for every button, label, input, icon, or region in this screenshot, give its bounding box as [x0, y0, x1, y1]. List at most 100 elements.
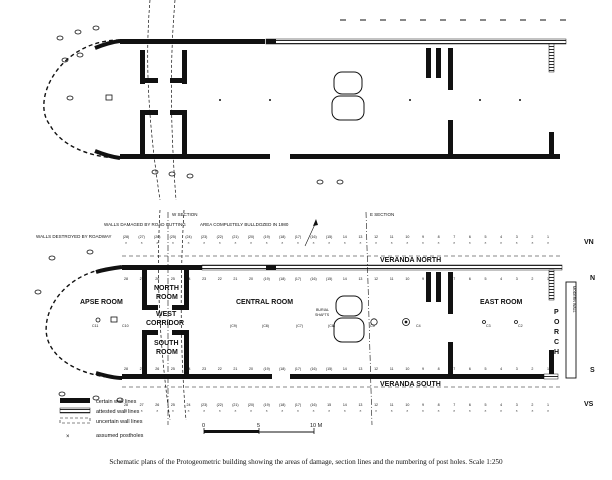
south-room-label-2: ROOM [156, 349, 178, 356]
posthole-number: 11 [390, 277, 394, 281]
posthole-number: 1 [547, 277, 549, 281]
scale-bar-label: 5 [257, 423, 260, 429]
upper-west-cross-n4 [170, 78, 187, 83]
posthole-number: (19) [263, 277, 269, 281]
posthole-number: 3 [516, 235, 518, 239]
east-wall-a [426, 272, 431, 302]
south-room-label-1: SOUTH [154, 340, 179, 347]
posthole-number: (18) [279, 277, 285, 281]
west-corridor-label-2: CORRIDOR [146, 320, 184, 327]
upper-apse-solid-north [94, 39, 121, 50]
burial-shaft-1 [335, 295, 363, 317]
posthole-cross-icon: × [219, 409, 221, 413]
posthole-number: 13 [358, 367, 362, 371]
north-room-wall-w [142, 270, 147, 310]
posthole-number: 28 [124, 367, 128, 371]
posthole-number: 2 [531, 277, 533, 281]
posthole-cross-icon: × [266, 241, 268, 245]
lower-south-wall-hatched-end [543, 373, 559, 380]
posthole-cross-icon: × [141, 409, 143, 413]
posthole-number: 9 [422, 403, 424, 407]
upper-road-cut-line-2 [171, 0, 177, 201]
north-room-wall-s1 [142, 305, 158, 310]
veranda-south-label: VERANDA SOUTH [380, 381, 441, 388]
porch-label: P O R C H [554, 309, 560, 356]
burial-shaft-2 [333, 317, 365, 343]
central-posthole-label: C10 [122, 324, 129, 328]
posthole-number: 1 [547, 235, 549, 239]
posthole-number: (19) [263, 367, 269, 371]
posthole-number: 12 [374, 277, 378, 281]
posthole-number: 25 [171, 277, 175, 281]
posthole-cross-icon: × [484, 409, 486, 413]
central-room-label: CENTRAL ROOM [236, 299, 293, 306]
upper-apse-outline [43, 39, 121, 159]
posthole-cross-icon: × [234, 241, 236, 245]
legend-swatch-hatched [59, 407, 91, 414]
porch-letter: H [554, 349, 559, 356]
posthole-number: 23 [202, 277, 206, 281]
posthole-number: (15) [326, 277, 332, 281]
lower-plan [34, 209, 577, 426]
posthole-number: 7 [453, 403, 455, 407]
posthole-cross-icon: × [391, 409, 393, 413]
posthole-number: 23 [202, 367, 206, 371]
legend-label: certain wall lines [96, 399, 137, 405]
lower-apse-solid-south [95, 371, 123, 380]
lower-south-wall-solid-west [122, 374, 272, 379]
upper-west-cross-n2 [140, 78, 158, 83]
posthole-cross-icon: × [281, 241, 283, 245]
upper-apse-solid-south [94, 149, 121, 160]
lower-apse-solid-north [95, 265, 123, 274]
posthole-number: 27 [140, 403, 144, 407]
lower-east-wall-south [549, 350, 554, 374]
posthole-number: (20) [248, 235, 254, 239]
posthole-cross-icon: × [266, 409, 268, 413]
posthole-cross-icon: × [328, 409, 330, 413]
e-section-label: E SECTION [370, 212, 394, 217]
posthole-number: 11 [390, 403, 394, 407]
upper-burial-shaft-2 [331, 95, 365, 121]
east-wall-d [448, 342, 453, 374]
posthole-number: (18) [279, 403, 285, 407]
posthole-cross-icon: × [125, 241, 127, 245]
posthole-number: 13 [358, 403, 362, 407]
posthole-number: (19) [263, 235, 269, 239]
posthole-cross-icon: × [234, 409, 236, 413]
posthole-number: 1 [547, 367, 549, 371]
side-label-vn: VN [584, 239, 594, 246]
upper-north-wall-solid-2 [266, 39, 276, 44]
posthole-number: 14 [343, 403, 347, 407]
side-label-n: N [590, 275, 595, 282]
posthole-number: 1 [547, 403, 549, 407]
posthole-number: 9 [422, 277, 424, 281]
scale-bar-label: 10 M [310, 423, 323, 429]
posthole-cross-icon: × [328, 241, 330, 245]
posthole-number: 6 [469, 367, 471, 371]
legend-label: assumed postholes [96, 433, 144, 439]
scale-bar: 0 5 10 M [202, 423, 323, 434]
posthole-cross-icon: × [500, 241, 502, 245]
posthole-number: 20 [249, 367, 253, 371]
posthole-cross-icon: × [297, 409, 299, 413]
posthole-number: 10 [405, 403, 409, 407]
posthole-cross-icon: × [484, 241, 486, 245]
posthole-number: (25) [170, 235, 176, 239]
posthole-cross-icon: × [359, 241, 361, 245]
posthole-number: 13 [358, 277, 362, 281]
posthole-number: 14 [343, 235, 347, 239]
posthole-number: (22) [217, 235, 223, 239]
north-room-wall-e [184, 270, 189, 310]
posthole-number: 6 [469, 403, 471, 407]
north-room-wall-s2 [172, 305, 189, 310]
posthole-cross-icon: × [250, 409, 252, 413]
posthole-number: 4 [500, 403, 502, 407]
posthole-number: 22 [218, 277, 222, 281]
central-posthole-label: (C6) [328, 324, 335, 328]
posthole-cross-icon: × [250, 241, 252, 245]
central-posthole-label: (C8) [262, 324, 269, 328]
posthole-number: 10 [405, 277, 409, 281]
posthole-number: 7 [453, 235, 455, 239]
posthole-number: 8 [438, 403, 440, 407]
